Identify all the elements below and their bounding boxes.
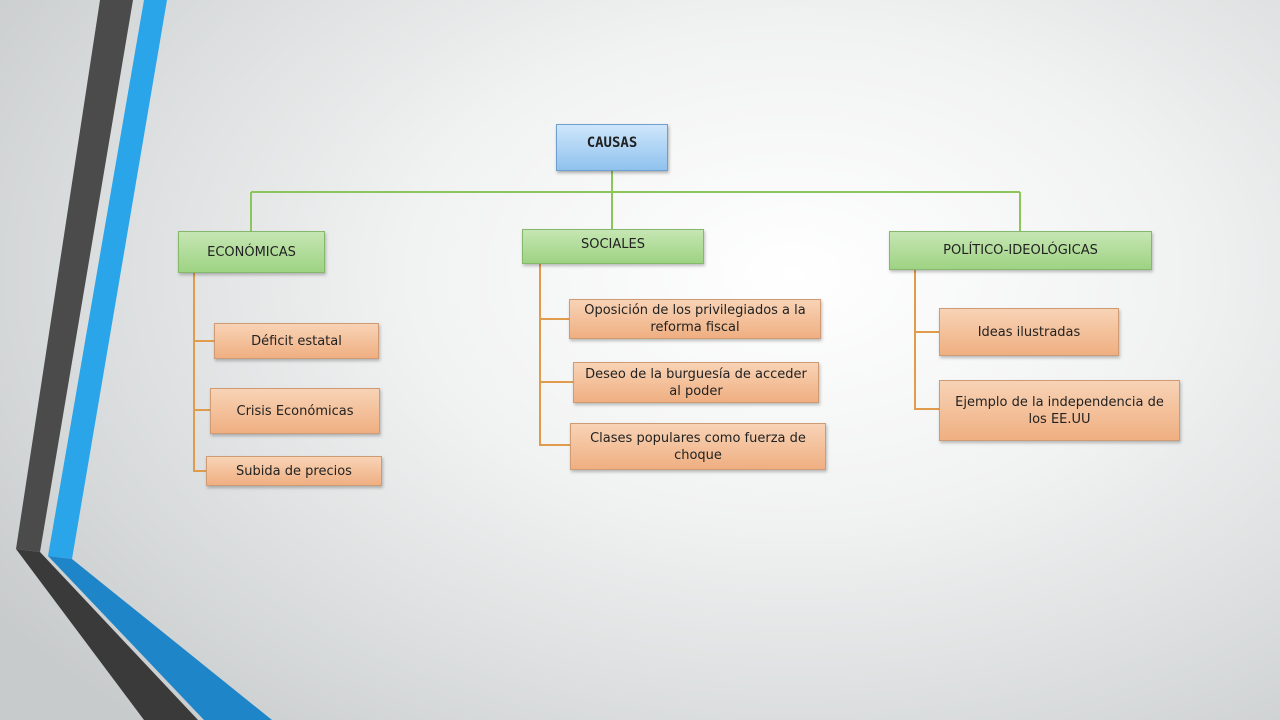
category-sociales: SOCIALES	[522, 229, 704, 264]
category-economicas: ECONÓMICAS	[178, 231, 325, 273]
category-label-sociales: SOCIALES	[581, 237, 645, 252]
item-politico-2: Ejemplo de la independencia de los EE.UU	[939, 380, 1180, 441]
item-label: Ideas ilustradas	[977, 324, 1081, 340]
blue-stripe-upper	[48, 0, 167, 559]
item-economicas-1: Déficit estatal	[214, 323, 379, 359]
item-economicas-3: Subida de precios	[206, 456, 382, 486]
item-sociales-2: Deseo de la burguesía de acceder al pode…	[573, 362, 819, 403]
item-label: Oposición de los privilegiados a la refo…	[584, 303, 806, 335]
category-label-economicas: ECONÓMICAS	[207, 244, 296, 260]
item-label: Ejemplo de la independencia de los EE.UU	[955, 394, 1164, 427]
dark-stripe-lower	[16, 549, 198, 720]
item-sociales-3: Clases populares como fuerza de choque	[570, 423, 826, 470]
category-label-politico-ideologicas: POLÍTICO-IDEOLÓGICAS	[943, 243, 1098, 258]
item-economicas-2: Crisis Económicas	[210, 388, 380, 434]
dark-stripe-upper	[16, 0, 133, 552]
item-label: Déficit estatal	[251, 333, 342, 349]
item-label: Crisis Económicas	[236, 403, 354, 419]
item-sociales-1: Oposición de los privilegiados a la refo…	[569, 299, 821, 339]
blue-stripe-lower	[48, 556, 272, 720]
category-politico-ideologicas: POLÍTICO-IDEOLÓGICAS	[889, 231, 1152, 270]
root-node-causas: CAUSAS	[556, 124, 668, 171]
item-label: Subida de precios	[236, 463, 352, 479]
item-label: Deseo de la burguesía de acceder al pode…	[585, 366, 807, 399]
item-politico-1: Ideas ilustradas	[939, 308, 1119, 356]
item-label: Clases populares como fuerza de choque	[590, 430, 806, 463]
root-label: CAUSAS	[586, 135, 638, 151]
